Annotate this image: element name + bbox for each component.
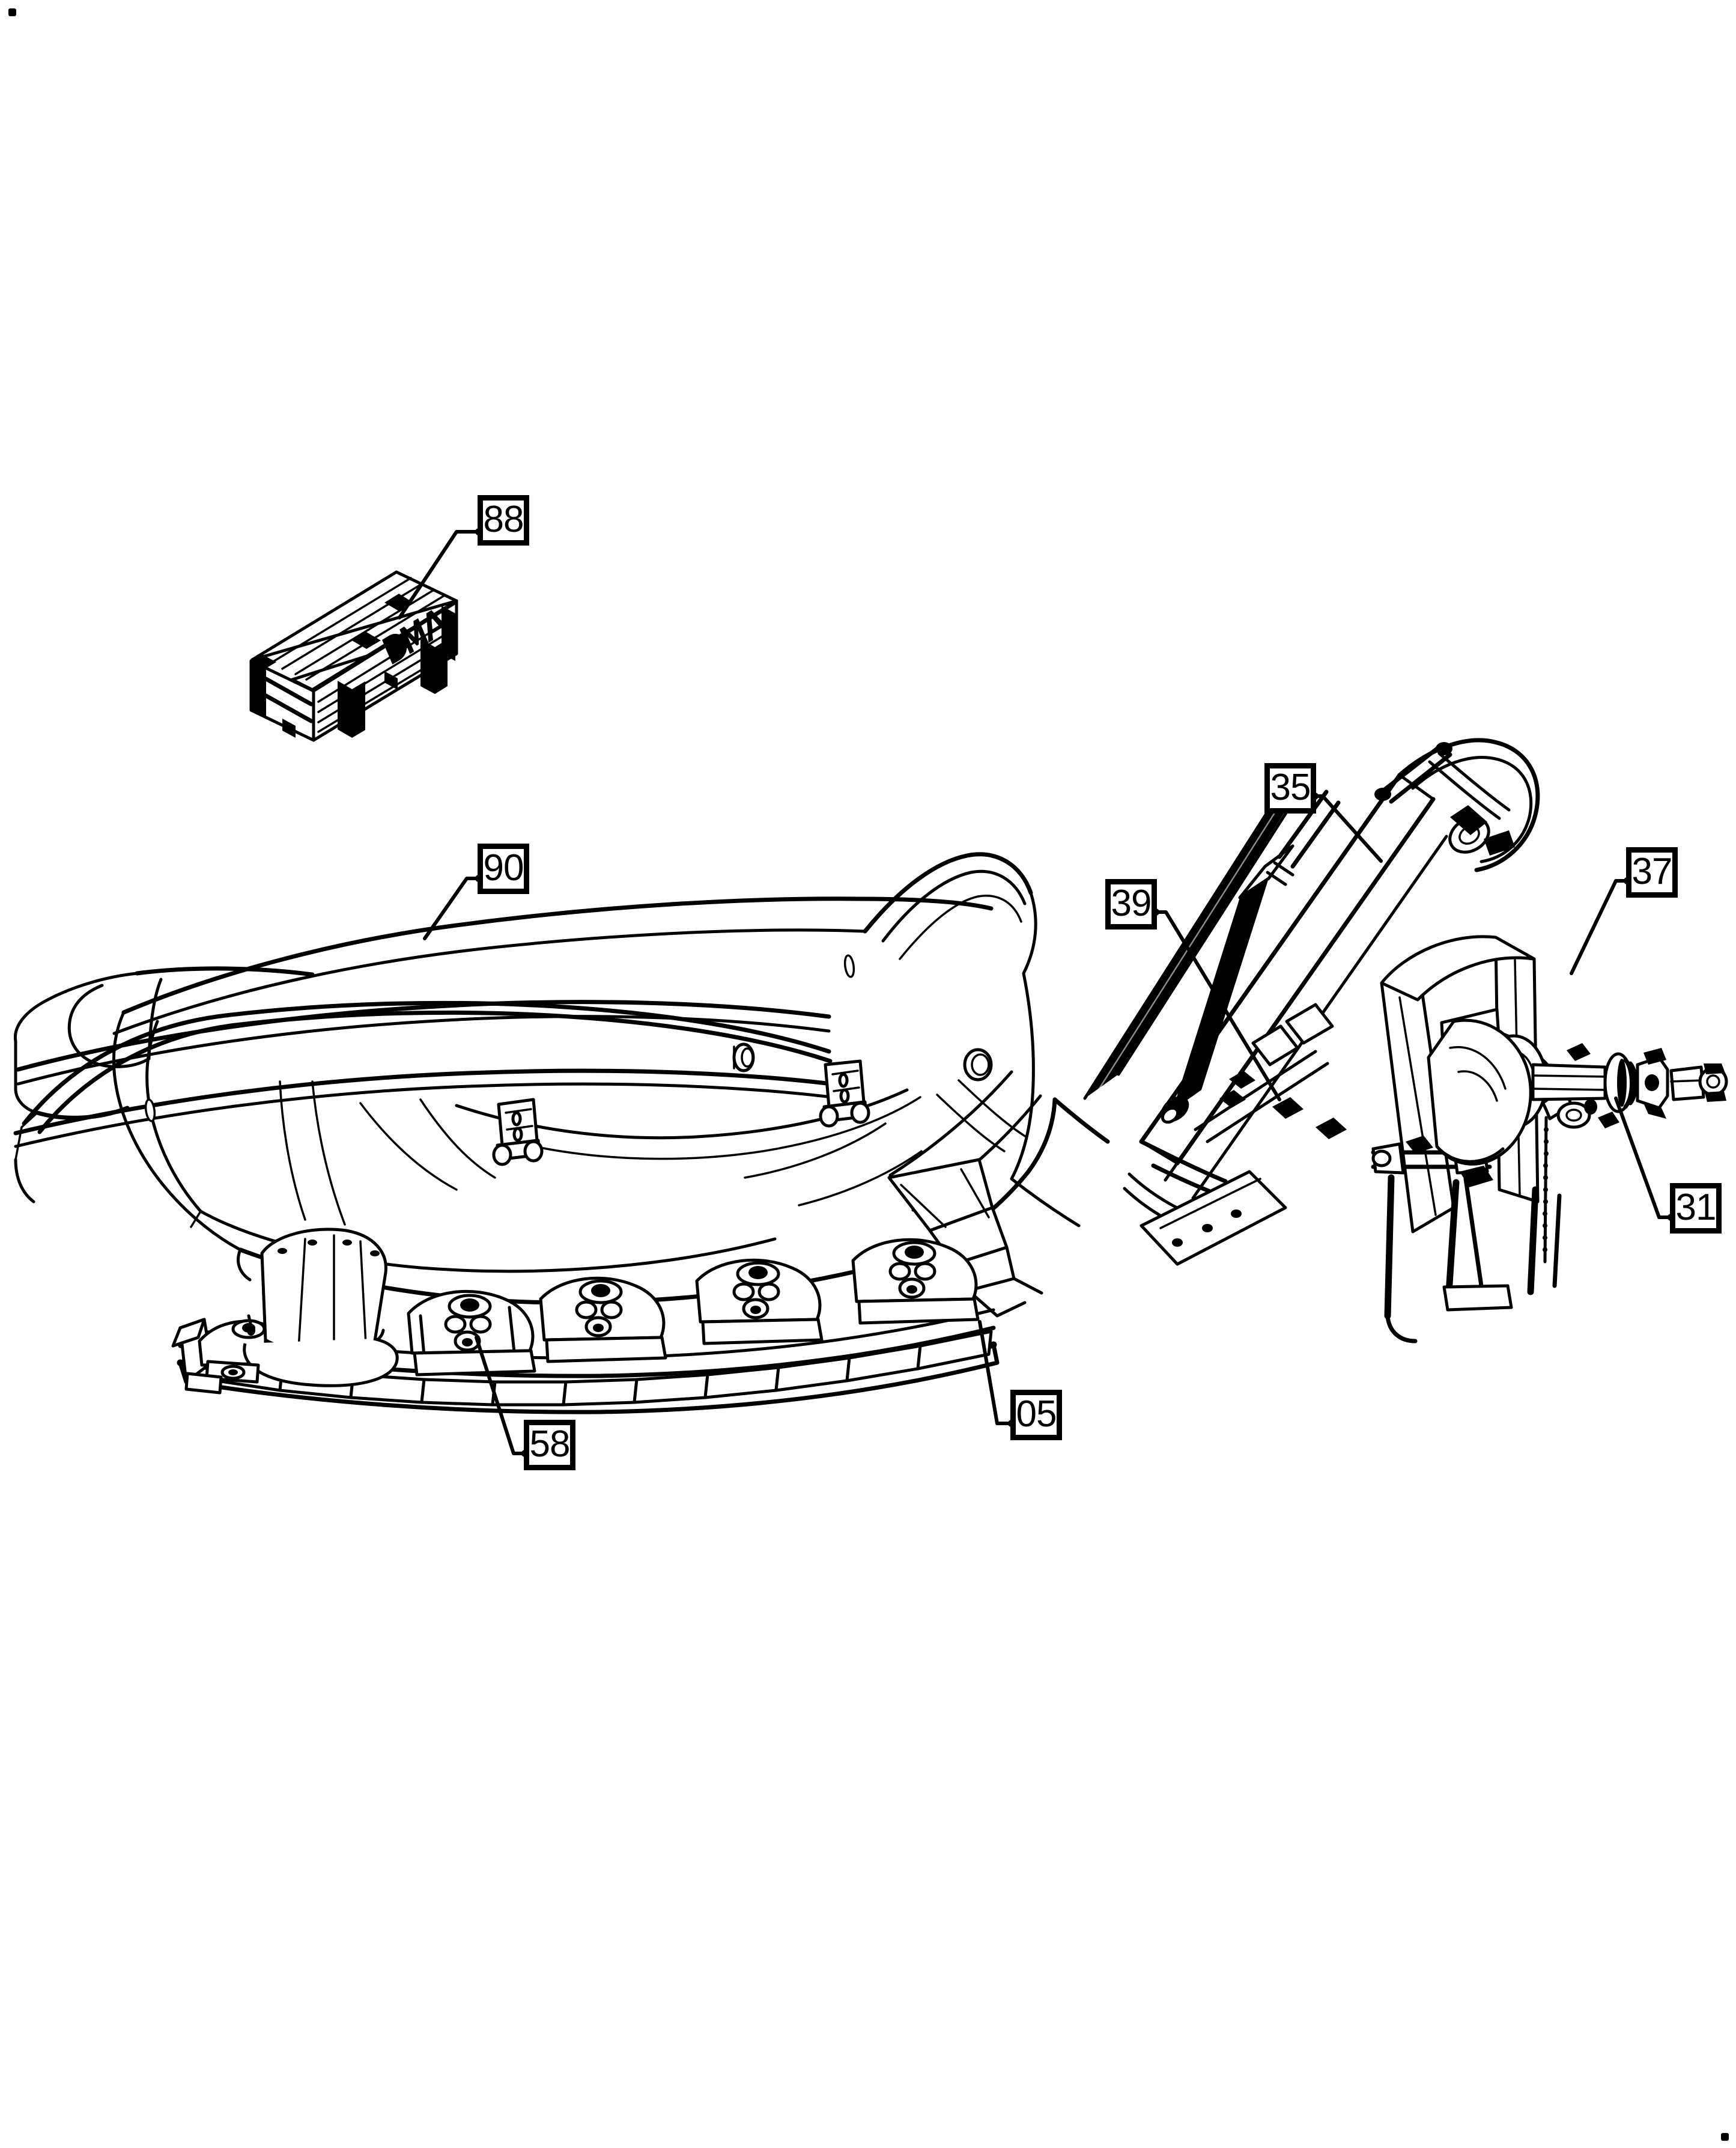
main-gearbox — [1427, 1018, 1532, 1166]
inner-drive-cone — [184, 1228, 399, 1395]
driveline-end-yoke — [1669, 1063, 1728, 1102]
top-left-registration-mark — [8, 8, 16, 16]
strap-buckle-right — [819, 1059, 870, 1128]
disc-module-2 — [407, 1289, 536, 1377]
callout-90-label: 90 — [483, 847, 524, 889]
callout-35-label: 35 — [1270, 767, 1311, 808]
bottom-right-registration-mark — [1721, 2133, 1729, 2141]
lift-link-clevis — [1448, 805, 1515, 856]
callout-31-label: 31 — [1675, 1187, 1717, 1228]
callout-88[interactable]: 88 — [478, 495, 529, 546]
callout-05[interactable]: 05 — [1010, 1390, 1062, 1440]
canvas-curtain-cover — [112, 852, 1037, 1305]
hydraulic-lift-cylinder — [1161, 790, 1341, 1124]
callout-05-label: 05 — [1016, 1393, 1057, 1435]
callout-88-label: 88 — [483, 499, 524, 540]
callout-37-label: 37 — [1631, 851, 1673, 892]
callout-58[interactable]: 58 — [524, 1420, 575, 1470]
disc-module-4 — [695, 1258, 824, 1345]
callout-39-label: 39 — [1111, 883, 1152, 924]
callout-90[interactable]: 90 — [478, 844, 529, 894]
driveline-yoke — [1636, 1048, 1669, 1119]
leader-37 — [1570, 877, 1631, 975]
driveline-collar — [1603, 1052, 1638, 1113]
strap-roller — [732, 1042, 755, 1072]
disc-modules — [198, 1238, 980, 1377]
callout-37[interactable]: 37 — [1626, 847, 1678, 898]
driveline-chain — [1543, 1127, 1549, 1252]
leader-90 — [423, 875, 482, 940]
callout-leaders — [398, 528, 1675, 1457]
callout-58-label: 58 — [529, 1423, 571, 1465]
leader-31 — [1614, 1097, 1675, 1221]
shipping-crate-group — [249, 570, 458, 742]
crate-marking-dma — [382, 610, 451, 665]
callout-31[interactable]: 31 — [1670, 1183, 1722, 1234]
strap-buckle-left — [492, 1098, 544, 1166]
center-linkage — [1123, 1003, 1347, 1266]
disc-module-5 — [851, 1238, 980, 1325]
callout-39[interactable]: 39 — [1105, 879, 1157, 929]
curtain-straps — [13, 954, 870, 1166]
disc-module-3 — [539, 1276, 667, 1363]
callout-35[interactable]: 35 — [1264, 763, 1316, 814]
conditioner-roller — [1083, 771, 1314, 1100]
